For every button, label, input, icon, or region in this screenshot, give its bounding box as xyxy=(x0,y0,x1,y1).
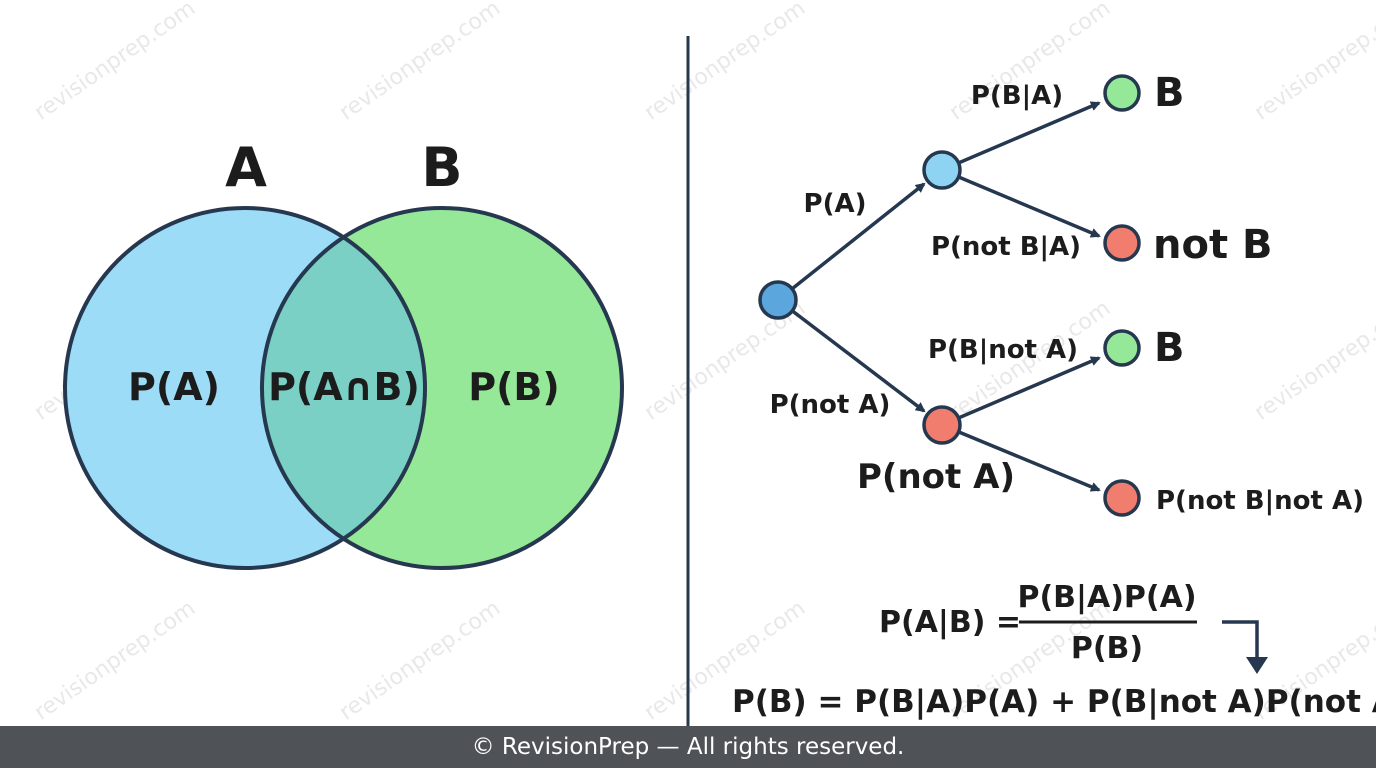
set-a-outline xyxy=(63,206,427,570)
connector-arrow-icon xyxy=(1222,620,1259,662)
branch-not-b-given-a-label: P(not B|A) xyxy=(931,232,1081,262)
branch-b-given-a-label: P(B|A) xyxy=(971,81,1063,111)
intersection-region xyxy=(262,208,425,568)
region-intersection-label: P(A∩B) xyxy=(268,365,420,409)
set-b-title: B xyxy=(421,136,462,199)
node-a xyxy=(922,150,962,190)
total-probability-formula: P(B) = P(B|A)P(A) + P(B|not A)P(not A) xyxy=(732,684,1376,720)
diagram-svg: A B P(A) P(A∩B) P(B) P(A) P(not A) P(B xyxy=(63,36,1376,726)
branch-b-given-not-a-label: P(B|not A) xyxy=(928,335,1078,365)
formulas: P(A|B) = P(B|A)P(A) P(B) P(B) = P(B|A)P(… xyxy=(732,580,1376,720)
leaf-not-b-2 xyxy=(1103,479,1141,517)
set-b-outline xyxy=(260,206,624,570)
edge-not-a-to-not-b xyxy=(941,423,1101,492)
outcome-b-2: B xyxy=(1154,325,1185,371)
outcome-b-1: B xyxy=(1154,70,1185,116)
set-a-title: A xyxy=(225,136,267,199)
branch-not-a-label: P(not A) xyxy=(770,390,891,420)
connector-arrowhead-icon xyxy=(1246,657,1268,674)
footer-bar: © RevisionPrep — All rights reserved. xyxy=(0,726,1376,768)
node-not-a xyxy=(922,405,962,445)
region-b-only-label: P(B) xyxy=(468,365,560,409)
leaf-not-b-1 xyxy=(1103,224,1141,262)
leaf-b-2 xyxy=(1103,329,1141,367)
leaf-b-1 xyxy=(1103,74,1141,112)
edge-a-to-b xyxy=(941,101,1101,172)
outcome-not-b-1: not B xyxy=(1153,222,1273,268)
bayes-denominator: P(B) xyxy=(1071,631,1143,666)
edge-not-a-to-b xyxy=(941,356,1101,427)
venn-diagram: A B P(A) P(A∩B) P(B) xyxy=(63,136,624,570)
footer-text: © RevisionPrep — All rights reserved. xyxy=(471,734,905,760)
root-node xyxy=(758,280,798,320)
bayes-lhs: P(A|B) = xyxy=(879,605,1021,640)
region-a-only-label: P(A) xyxy=(128,365,220,409)
edge-root-to-a xyxy=(776,182,926,302)
tree-diagram: P(A) P(not A) P(B|A) P(not B|A) P(B|not … xyxy=(758,70,1364,517)
edge-a-to-not-b xyxy=(941,168,1101,238)
branch-a-label: P(A) xyxy=(804,189,867,219)
edge-root-to-not-a xyxy=(776,298,926,413)
bayes-numerator: P(B|A)P(A) xyxy=(1017,580,1196,615)
node-not-a-label: P(not A) xyxy=(857,457,1015,497)
outcome-not-b-given-not-a: P(not B|not A) xyxy=(1156,486,1364,516)
